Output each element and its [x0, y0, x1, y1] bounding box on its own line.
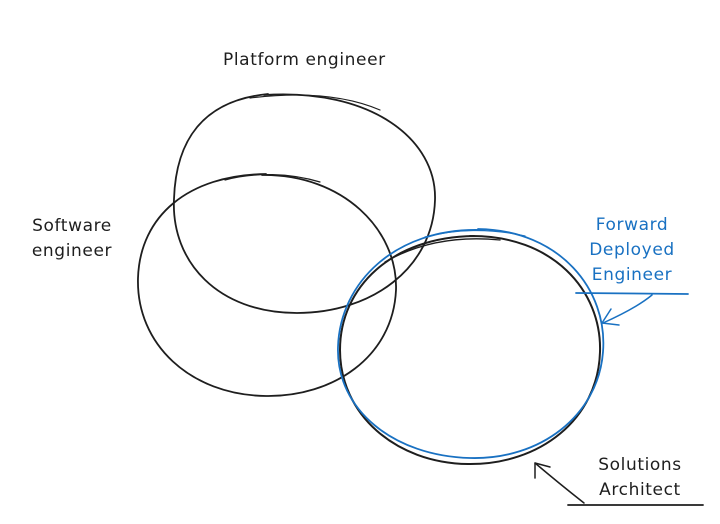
software-engineer-label: Software engineer [22, 214, 122, 264]
sa-label-line2: Architect [599, 480, 681, 500]
solutions-architect-circle-overstroke [384, 238, 501, 263]
software-engineer-label-line2: engineer [31, 241, 113, 261]
fde-label-line1: Forward [595, 215, 669, 235]
software-engineer-circle-overstroke [224, 174, 321, 183]
software-engineer-circle [137, 173, 397, 397]
platform-engineer-label: Platform engineer [223, 50, 386, 70]
sa-label-line1: Solutions [598, 455, 682, 475]
platform-engineer-circle [173, 93, 436, 314]
platform-engineer-circle-overstroke [249, 94, 381, 111]
fde-underline [575, 292, 689, 295]
solutions-architect-label: Solutions Architect [590, 453, 690, 503]
software-engineer-label-line1: Software [32, 216, 112, 236]
forward-deployed-engineer-label: Forward Deployed Engineer [582, 213, 682, 288]
fde-label-line3: Engineer [591, 265, 673, 285]
sa-arrow-head [534, 462, 551, 479]
fde-arrow-head [601, 308, 620, 326]
forward-deployed-engineer-circle-overstroke [424, 229, 526, 238]
forward-deployed-engineer-circle [337, 228, 605, 459]
fde-arrow-line [602, 294, 653, 324]
fde-label-line2: Deployed [589, 240, 675, 260]
sa-arrow-line [534, 462, 585, 504]
solutions-architect-circle [338, 234, 602, 466]
